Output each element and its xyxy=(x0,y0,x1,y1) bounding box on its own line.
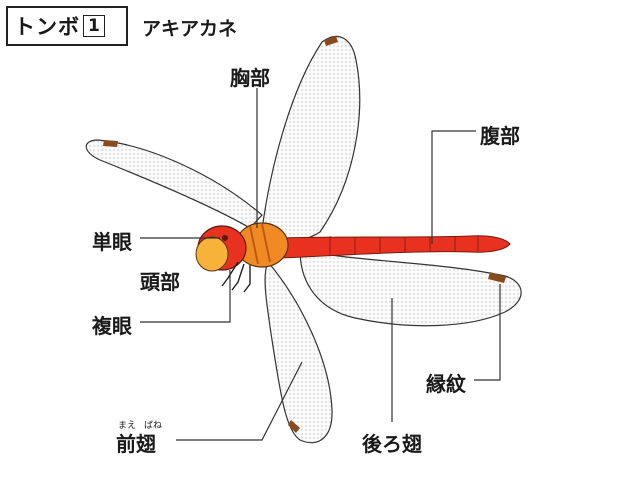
forewing-upper-veins xyxy=(262,36,360,241)
ruby-forewing-1: まえ xyxy=(118,421,137,431)
leader-lines xyxy=(140,88,501,441)
label-abdomen: 腹部 xyxy=(480,124,520,148)
pterostigma-forewing xyxy=(324,36,338,46)
leader-forewing xyxy=(176,361,303,441)
label-pterostigma: 縁紋 xyxy=(426,372,466,396)
label-forewing: 前翅 xyxy=(116,432,156,456)
leader-pterostigma xyxy=(474,284,501,381)
forewing-left-veins xyxy=(86,140,262,228)
hindwing-left-veins xyxy=(265,262,333,443)
leader-abdomen xyxy=(431,130,476,244)
pterostigma-hindwing-left xyxy=(288,420,300,433)
leader-compound-eye xyxy=(140,270,231,323)
title-text: トンボ xyxy=(14,15,80,39)
label-compound-eye: 複眼 xyxy=(92,314,132,338)
pterostigma-hindwing xyxy=(488,272,506,283)
label-chest: 胸部 xyxy=(230,66,270,90)
label-hindwing: 後ろ翅 xyxy=(362,432,422,456)
abdomen-segments xyxy=(329,236,479,255)
legs xyxy=(221,261,251,293)
species-name: アキアカネ xyxy=(142,18,238,40)
title-box: トンボ 1 xyxy=(6,6,128,46)
title-number: 1 xyxy=(83,15,105,37)
abdomen xyxy=(281,235,511,259)
compound-eye-shape xyxy=(195,236,229,272)
pterostigma-forewing-left xyxy=(103,140,118,147)
label-ocellus: 単眼 xyxy=(92,230,132,254)
ocellus-dot xyxy=(222,235,228,241)
label-head: 頭部 xyxy=(140,270,180,294)
hindwing-right-veins xyxy=(300,250,522,326)
ruby-forewing-2: ばね xyxy=(144,421,163,431)
thorax-stripe xyxy=(249,223,271,265)
